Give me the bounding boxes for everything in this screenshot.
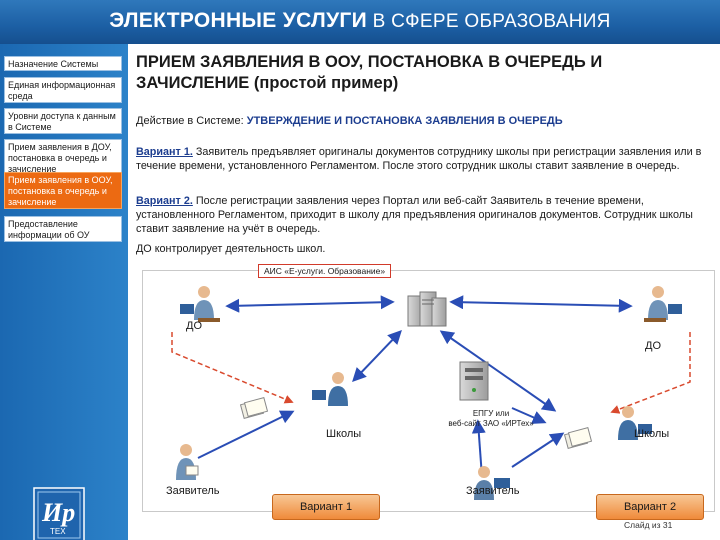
applicant-right-person-icon xyxy=(474,466,510,500)
epgu-server-icon xyxy=(459,361,489,401)
variant1-paragraph: Вариант 1. Заявитель предъявляет оригина… xyxy=(136,145,708,173)
sidebar-item-unified-environment[interactable]: Единая информационная среда xyxy=(4,77,122,103)
variant1-text: Заявитель предъявляет оригиналы документ… xyxy=(136,146,702,172)
arrow-ais-schools-right xyxy=(439,330,557,412)
schools-right-person-icon xyxy=(618,406,652,440)
schools-right-label: Школы xyxy=(634,428,670,440)
main-title-line2: ЗАЧИСЛЕНИЕ (простой пример) xyxy=(136,74,399,92)
flow-diagram xyxy=(171,286,691,500)
dashed-do-right-schools xyxy=(610,332,691,414)
sidebar-item-oou-application[interactable]: Прием заявления в ООУ, постановка в очер… xyxy=(4,172,122,209)
header-title-bold: ЭЛЕКТРОННЫЕ УСЛУГИ xyxy=(109,9,368,32)
arrow-ais-do-left xyxy=(225,295,395,313)
slide-number: Слайд из 31 xyxy=(624,520,673,530)
epgu-label: ЕПГУ или веб-сайт ЗАО «ИРТех» xyxy=(436,409,546,429)
logo-main-text: Ир xyxy=(41,498,75,527)
do-right-label: ДО xyxy=(645,340,662,352)
sidebar-item-purpose[interactable]: Назначение Системы xyxy=(4,56,122,71)
action-value: УТВЕРЖДЕНИЕ И ПОСТАНОВКА ЗАЯВЛЕНИЯ В ОЧЕ… xyxy=(246,115,563,127)
sidebar-item-access-levels[interactable]: Уровни доступа к данным в Системе xyxy=(4,108,122,134)
logo-sub-text: ТЕХ xyxy=(50,527,66,536)
variant2-paragraph: Вариант 2. После регистрации заявления ч… xyxy=(136,194,708,236)
sidebar-item-dou-application[interactable]: Прием заявления в ДОУ, постановка в очер… xyxy=(4,139,122,176)
epgu-label-line1: ЕПГУ или xyxy=(472,409,510,418)
header-band: ЭЛЕКТРОННЫЕ УСЛУГИ В СФЕРЕ ОБРАЗОВАНИЯ xyxy=(0,0,720,44)
schools-left-person-icon xyxy=(312,372,348,406)
sidebar: Назначение Системы Единая информационная… xyxy=(0,44,128,540)
action-line: Действие в Системе: УТВЕРЖДЕНИЕ И ПОСТАН… xyxy=(136,115,563,127)
sidebar-item-ou-information[interactable]: Предоставление информации об ОУ xyxy=(4,216,122,242)
schools-left-documents-icon xyxy=(239,397,269,419)
main-title-line1: ПРИЕМ ЗАЯВЛЕНИЯ В ООУ, ПОСТАНОВКА В ОЧЕР… xyxy=(136,53,603,71)
variant1-box: Вариант 1 xyxy=(272,494,380,520)
applicant-right-label: Заявитель xyxy=(466,485,520,497)
arrow-ais-schools-left xyxy=(352,329,402,383)
ais-server-icon xyxy=(407,291,447,327)
variant2-label: Вариант 2. xyxy=(136,195,193,207)
do-control-paragraph: ДО контролирует деятельность школ. xyxy=(136,243,326,255)
applicant-left-person-icon xyxy=(176,444,199,480)
variant2-box: Вариант 2 xyxy=(596,494,704,520)
action-prefix: Действие в Системе: xyxy=(136,115,247,127)
do-left-person-icon xyxy=(180,286,220,322)
variant2-text: После регистрации заявления через Портал… xyxy=(136,195,693,235)
main-title: ПРИЕМ ЗАЯВЛЕНИЯ В ООУ, ПОСТАНОВКА В ОЧЕР… xyxy=(136,52,706,94)
arrow-applicant-schools-right xyxy=(511,432,565,468)
applicant-left-label: Заявитель xyxy=(166,485,220,497)
page-header-title: ЭЛЕКТРОННЫЕ УСЛУГИ В СФЕРЕ ОБРАЗОВАНИЯ xyxy=(0,9,720,33)
arrow-epgu-schools-right xyxy=(511,407,547,424)
variant1-label: Вариант 1. xyxy=(136,146,193,158)
ais-system-label: АИС «Е-услуги. Образование» xyxy=(258,264,392,278)
irtech-logo: Ир ТЕХ xyxy=(30,484,88,540)
do-right-person-icon xyxy=(644,286,682,322)
arrow-applicant-schools-left xyxy=(197,410,295,459)
dashed-do-left-schools xyxy=(171,332,294,404)
do-left-label: ДО xyxy=(186,320,203,332)
arrow-ais-do-right xyxy=(449,295,633,313)
schools-right-documents-icon xyxy=(563,427,593,449)
epgu-label-line2: веб-сайт ЗАО «ИРТех» xyxy=(448,419,534,428)
header-title-rest: В СФЕРЕ ОБРАЗОВАНИЯ xyxy=(367,11,611,32)
schools-left-label: Школы xyxy=(326,428,362,440)
